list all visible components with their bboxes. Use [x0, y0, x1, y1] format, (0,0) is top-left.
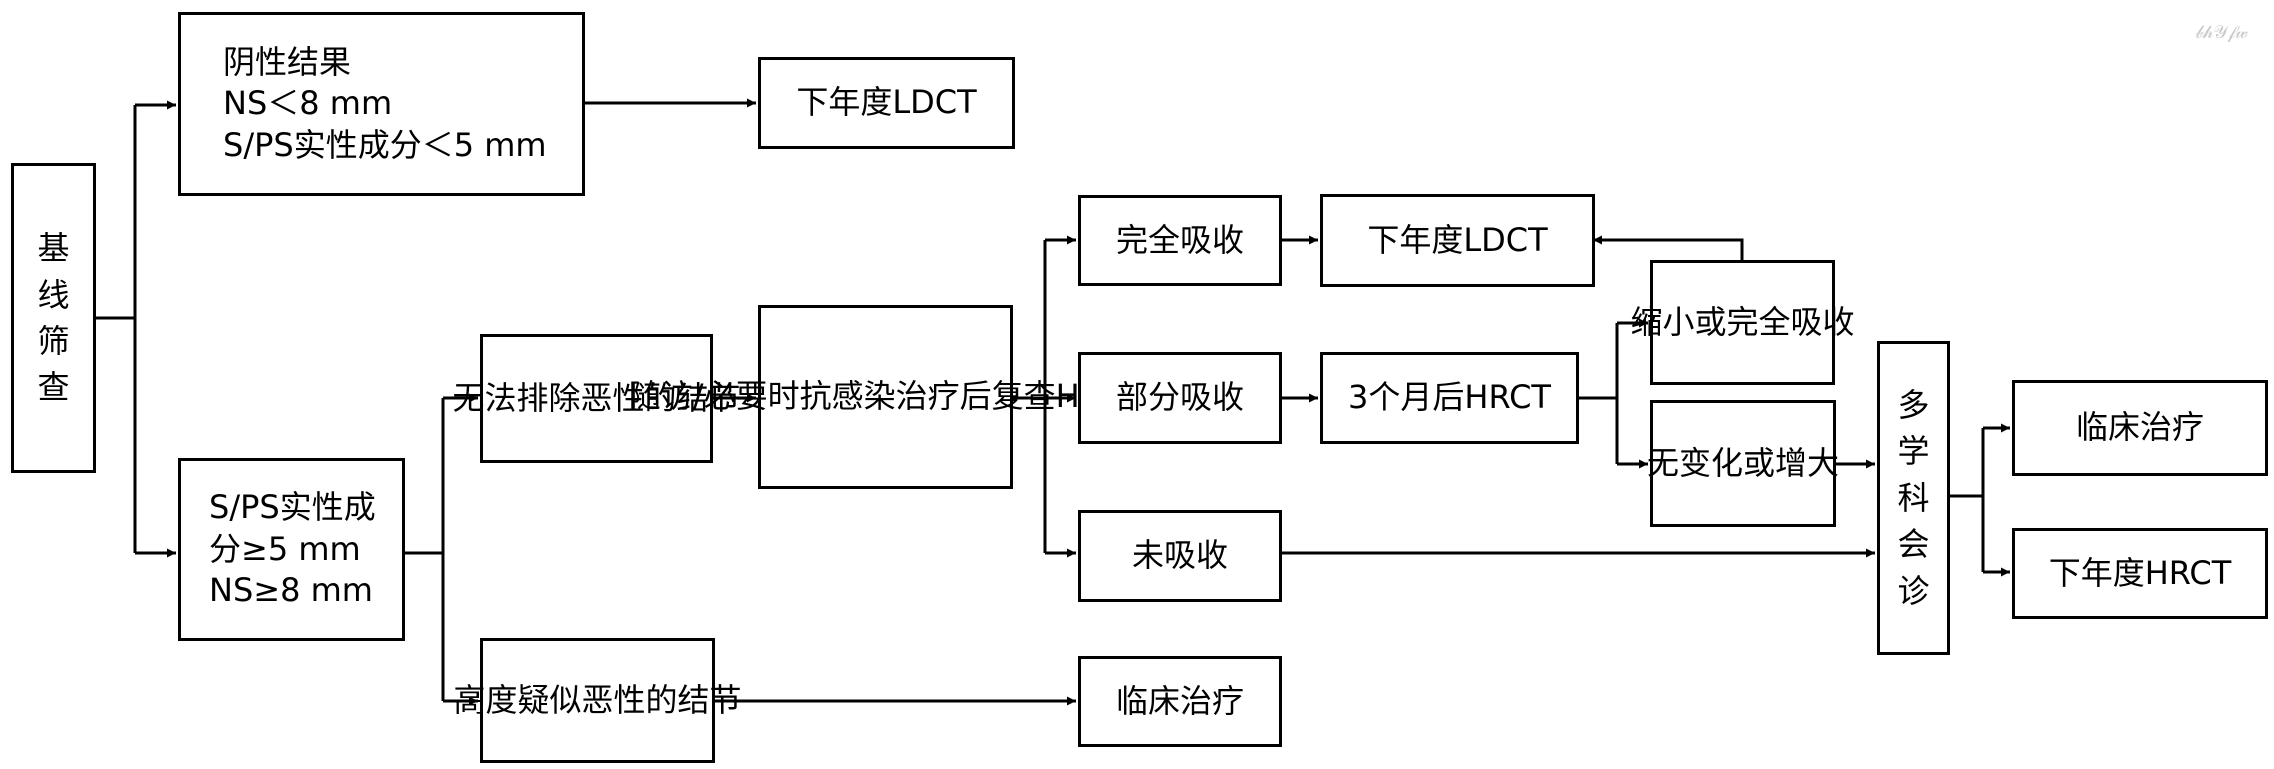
- node-label-line: 多: [1897, 386, 1930, 425]
- node-label-line: 会: [1897, 525, 1930, 564]
- connector-positive-split: [403, 398, 445, 701]
- node-label-line: 学: [1897, 432, 1930, 471]
- node-complete-absorption: 完全吸收: [1078, 195, 1282, 286]
- node-label-line: 下年度HRCT: [2048, 553, 2232, 592]
- node-no-absorption: 未吸收: [1078, 510, 1282, 602]
- node-hrct-after-3-months: 3个月后HRCT: [1320, 352, 1579, 444]
- node-label-line: 临床治疗: [2075, 408, 2204, 447]
- node-next-year-hrct: 下年度HRCT: [2012, 528, 2268, 619]
- node-label-line: 部分吸收: [1115, 378, 1244, 417]
- node-label-line: 筛: [37, 322, 70, 360]
- node-next-year-ldct-mid: 下年度LDCT: [1320, 194, 1595, 287]
- connector-hrct-split: [1577, 323, 1619, 464]
- watermark-logo: 𝒷𝒽𝒴𝒻𝓌: [2195, 22, 2248, 43]
- node-highly-suspected-malignancy: 高度疑似恶性的结节: [453, 638, 742, 763]
- connector-mdt-split: [1948, 428, 1985, 572]
- node-cannot-exclude-malignancy: 无法排除恶性的结节: [452, 334, 741, 463]
- node-label-line: 诊: [1897, 571, 1930, 610]
- node-label-line: 完全吸收: [1726, 302, 1855, 341]
- node-shrunk-or-absorbed: 缩小或完全吸收: [1630, 260, 1855, 385]
- node-label-line: 随访/必要时: [628, 377, 800, 416]
- node-unchanged-or-enlarged: 无变化或增大: [1646, 400, 1840, 527]
- node-label-line: S/PS实性成: [209, 488, 376, 527]
- node-label-line: 或增大: [1743, 443, 1840, 482]
- node-label-line: 无法排除: [452, 378, 581, 417]
- node-label-line: NS≥8 mm: [209, 571, 373, 610]
- node-multidisciplinary-consultation: 多学科会诊: [1877, 341, 1950, 655]
- node-partial-absorption: 部分吸收: [1078, 352, 1282, 444]
- node-clinical-treatment-right: 临床治疗: [2012, 380, 2268, 476]
- node-label-line: 无变化: [1646, 443, 1743, 482]
- node-label-line: 临床治疗: [1115, 681, 1244, 720]
- node-clinical-treatment-low: 临床治疗: [1078, 656, 1282, 747]
- node-label-line: 下年度LDCT: [1367, 220, 1548, 259]
- arrow-shrink-to-ldct: [1593, 235, 1744, 260]
- node-followup-recheck: 随访/必要时抗感染治疗后复查HRCT: [629, 305, 1142, 489]
- node-baseline-screening: 基线筛查: [11, 163, 96, 473]
- connector-baseline-split: [95, 105, 137, 553]
- node-label-line: 高度疑似: [453, 680, 582, 719]
- node-label-line: 缩小或: [1630, 302, 1727, 341]
- node-label-line: 科: [1897, 478, 1930, 517]
- node-next-year-ldct-top: 下年度LDCT: [758, 57, 1015, 149]
- node-label-line: 线: [37, 275, 70, 314]
- node-label-line: 恶性的结节: [580, 378, 741, 417]
- node-label-line: 恶性的结节: [581, 680, 742, 719]
- node-label-line: 未吸收: [1131, 536, 1228, 575]
- node-label-line: 分≥5 mm: [209, 529, 361, 568]
- node-label-line: 3个月后HRCT: [1348, 378, 1551, 417]
- node-label-line: 查: [37, 368, 70, 407]
- node-label-line: 下年度LDCT: [796, 83, 977, 122]
- node-label-line: 抗感染治疗: [799, 377, 960, 416]
- node-label-line: NS＜8 mm: [223, 84, 393, 123]
- node-label-line: 完全吸收: [1115, 220, 1244, 259]
- node-label-line: S/PS实性成分＜5 mm: [223, 125, 547, 164]
- node-label-line: 阴性结果: [223, 42, 352, 81]
- node-label-line: 基: [37, 229, 70, 268]
